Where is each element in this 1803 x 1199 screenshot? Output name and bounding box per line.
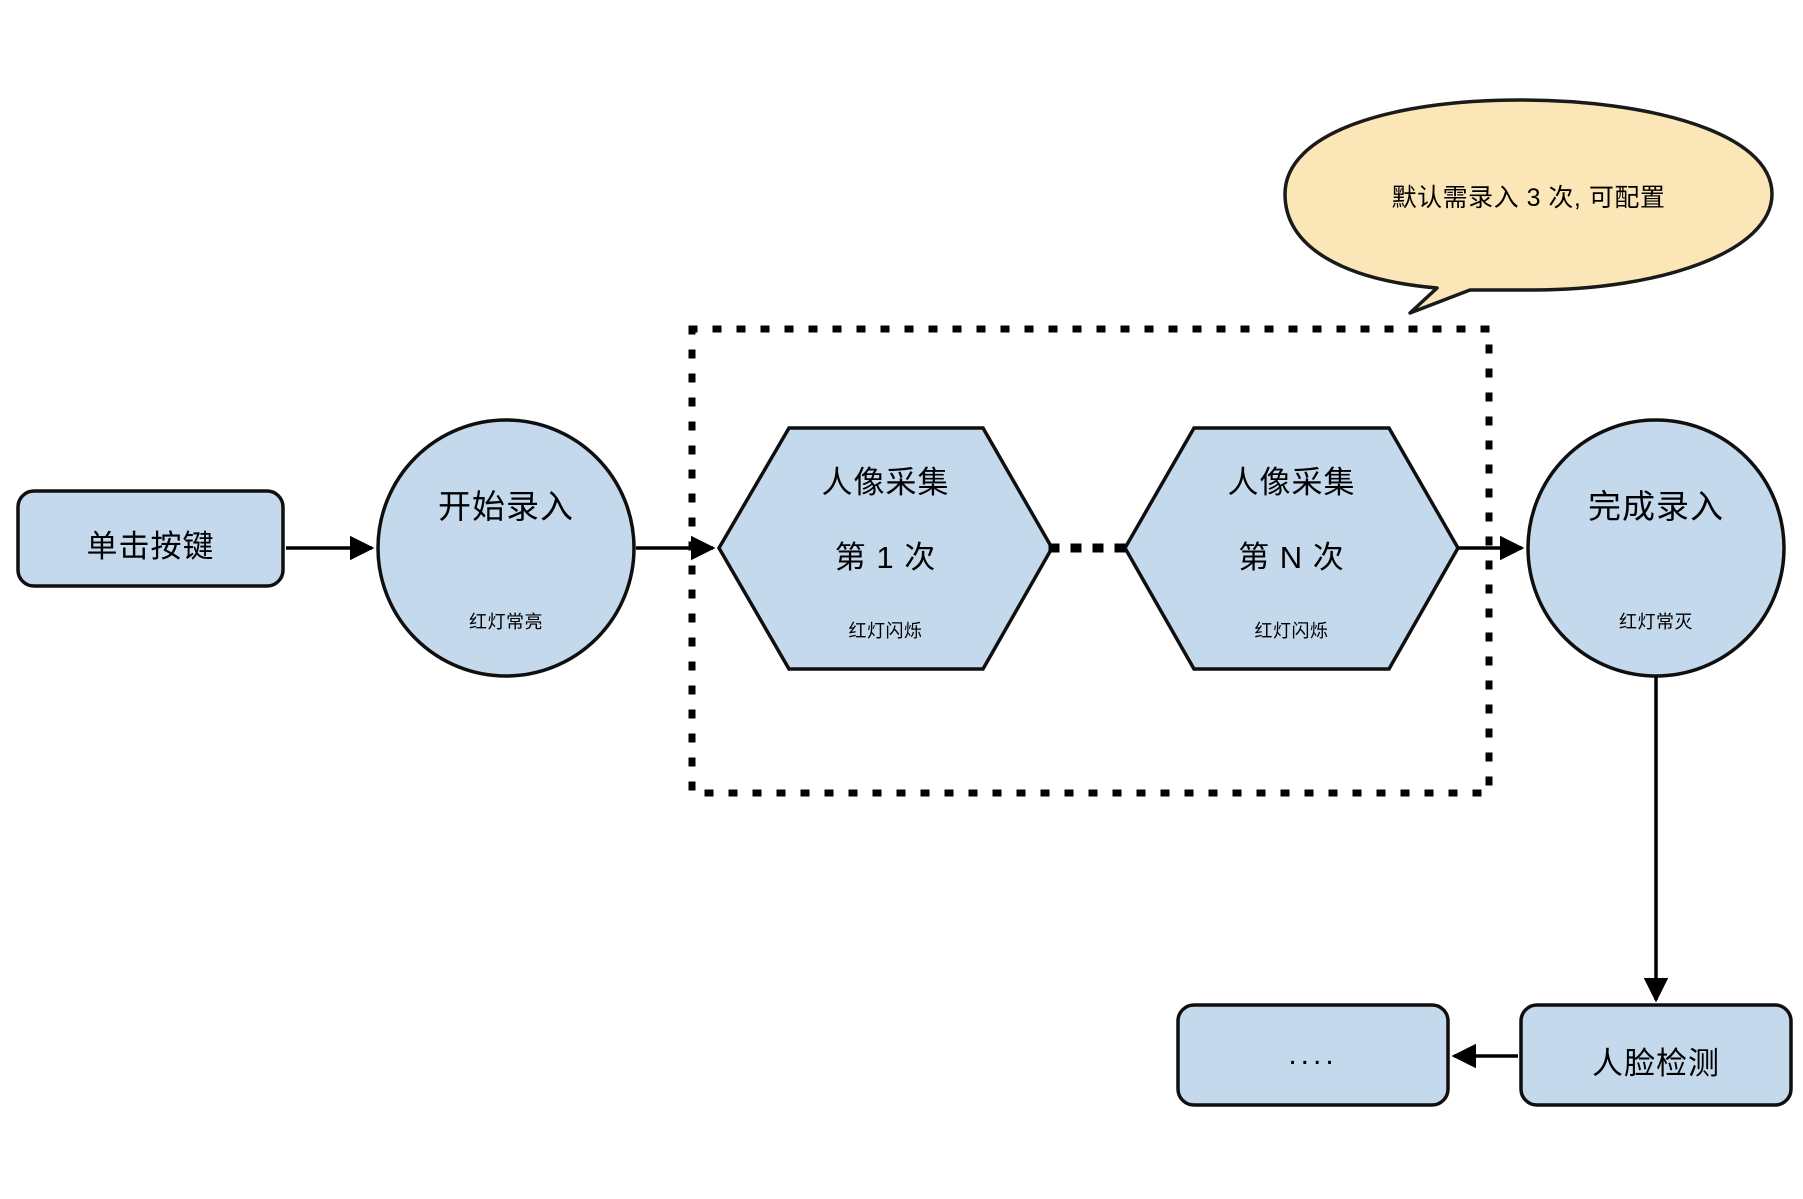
repeat-group-box (688, 325, 1493, 797)
node-start-enroll-shape[interactable] (376, 418, 636, 678)
node-finish-enroll-shape[interactable] (1526, 418, 1786, 678)
callout-repeat-note[interactable] (1283, 98, 1774, 315)
node-more-steps-shape[interactable] (1176, 1003, 1450, 1107)
node-capture-nth-shape[interactable] (1122, 426, 1461, 671)
node-face-detect-shape[interactable] (1519, 1003, 1793, 1107)
callout-bubble-shape (1283, 98, 1774, 315)
node-capture-first-shape[interactable] (716, 426, 1055, 671)
node-click-key-shape[interactable] (16, 489, 285, 588)
